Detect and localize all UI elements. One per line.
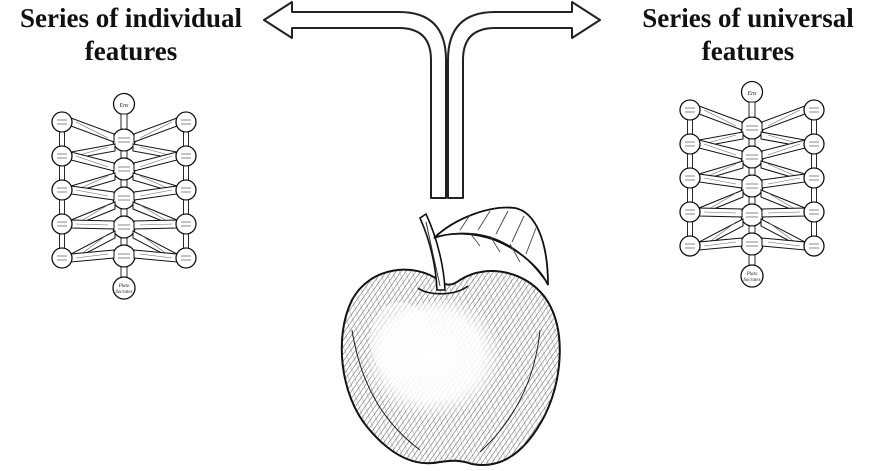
- apple-icon: [330, 208, 570, 470]
